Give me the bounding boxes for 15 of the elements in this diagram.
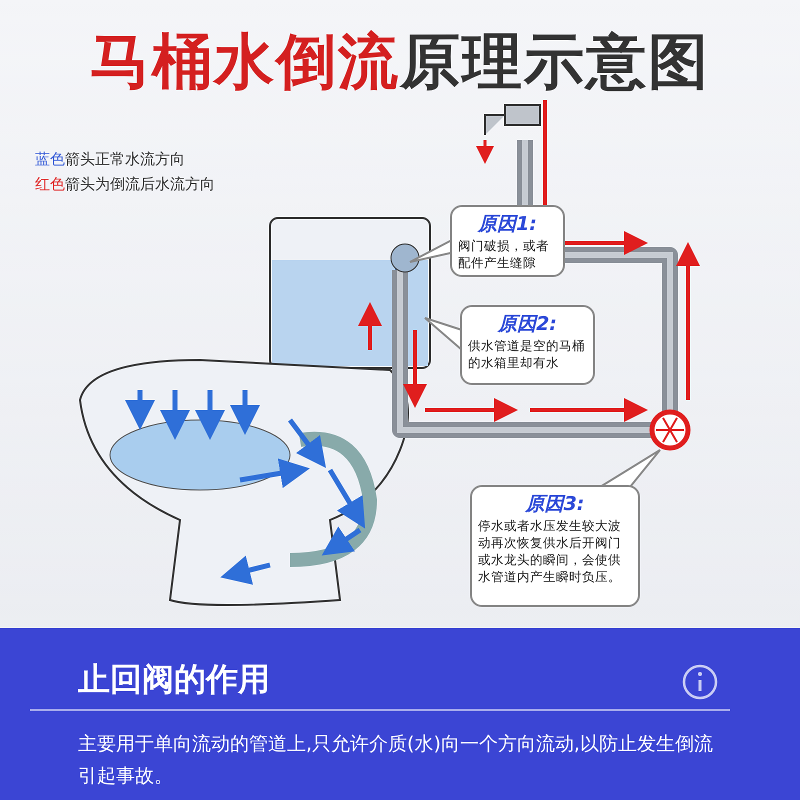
legend-note: 红色箭头为倒流后水流方向 [35,175,215,194]
panel-heading: 止回阀的作用 [78,659,270,700]
callout-bubble [450,205,565,277]
callout-heading: 原因2: [498,312,557,337]
callout-text: 停水或者水压发生较大波动再次恢复供水后开阀门或水龙头的瞬间，会使供水管道内产生瞬时负压。 [478,517,622,585]
callout-heading: 原因3: [526,492,584,517]
panel-text: 主要用于单向流动的管道上,只允许介质(水)向一个方向流动,以防止发生倒流引起事故。 [78,732,714,789]
callout-bubble [460,305,595,385]
callout-text: 阀门破损，或者配件产生缝隙 [458,237,550,271]
info-panel [0,628,800,800]
title: 马桶水倒流原理示意图 [89,26,711,99]
callout-text: 供水管道是空的马桶的水箱里却有水 [468,337,586,371]
callout-heading: 原因1: [478,212,537,237]
legend-note: 蓝色箭头正常水流方向 [35,150,185,169]
callout-bubble [470,485,640,607]
